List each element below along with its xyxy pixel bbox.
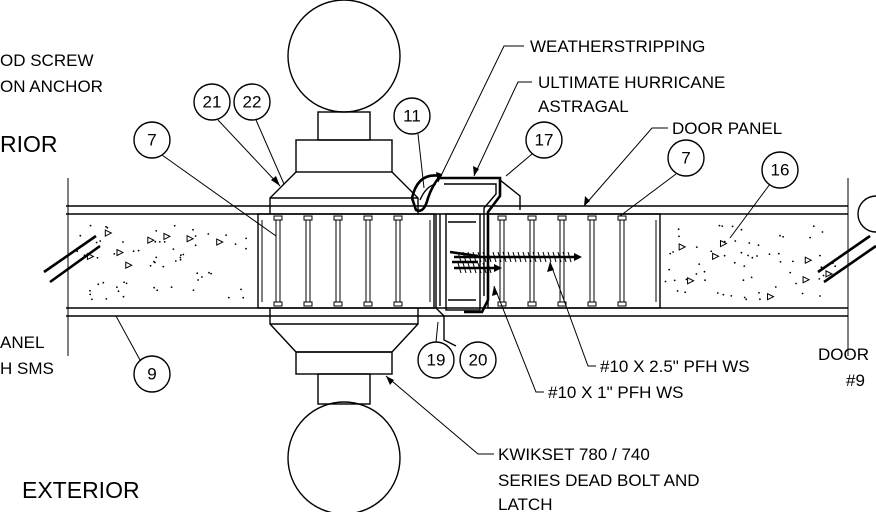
leader-arrowheads [271,166,590,385]
svg-text:7: 7 [681,149,690,168]
kwikset-deadbolt-lockset [269,0,419,512]
callout-20: 20 [459,341,497,379]
label-interior: RIOR [0,131,58,157]
callout-22: 22 [233,83,271,121]
right-core-block [487,213,661,309]
callout-19: 19 [417,341,455,379]
callout-11: 11 [393,97,431,135]
callout-7-right: 7 [667,139,705,177]
interior-knob [287,0,401,113]
label-door-panel: DOOR PANEL [672,119,782,138]
label-exterior: EXTERIOR [22,477,140,503]
door-panel-slab [43,178,876,356]
callout-7-left: 7 [133,121,171,159]
label-right-door: DOOR [818,345,869,364]
svg-text:16: 16 [771,161,790,180]
svg-text:21: 21 [203,93,222,112]
svg-text:7: 7 [147,131,156,150]
label-screw-short: #10 X 1" PFH WS [548,383,683,402]
svg-text:9: 9 [147,365,156,384]
screw-short [454,262,502,274]
label-right-door-9: #9 [846,371,865,390]
callout-17: 17 [525,121,563,159]
callout-9: 9 [133,355,171,393]
left-lock-block [257,213,435,309]
label-astragal-2: ASTRAGAL [538,97,629,116]
label-wood-screw: OD SCREW [0,51,94,70]
svg-text:17: 17 [535,131,554,150]
exterior-knob [287,401,401,512]
svg-text:19: 19 [427,351,446,370]
label-anchor: ON ANCHOR [0,77,103,96]
callout-16: 16 [761,151,799,189]
leader-lines [115,45,771,455]
text-labels: OD SCREW ON ANCHOR RIOR EXTERIOR ANEL H … [0,37,869,512]
label-kwikset-1: KWIKSET 780 / 740 [498,445,650,464]
svg-text:20: 20 [469,351,488,370]
label-weatherstripping: WEATHERSTRIPPING [530,37,705,56]
label-kwikset-3: LATCH [498,495,552,512]
callout-partial-right [857,195,876,233]
label-screw-long: #10 X 2.5" PFH WS [600,357,750,376]
svg-text:22: 22 [243,93,262,112]
svg-text:11: 11 [403,107,421,126]
label-left-sms: H SMS [0,359,54,378]
label-astragal-1: ULTIMATE HURRICANE [538,73,725,92]
callout-21: 21 [193,83,231,121]
foam-insulation-fill [76,224,837,301]
label-left-panel: ANEL [0,333,44,352]
screw-long [454,251,582,263]
label-kwikset-2: SERIES DEAD BOLT AND [498,471,700,490]
